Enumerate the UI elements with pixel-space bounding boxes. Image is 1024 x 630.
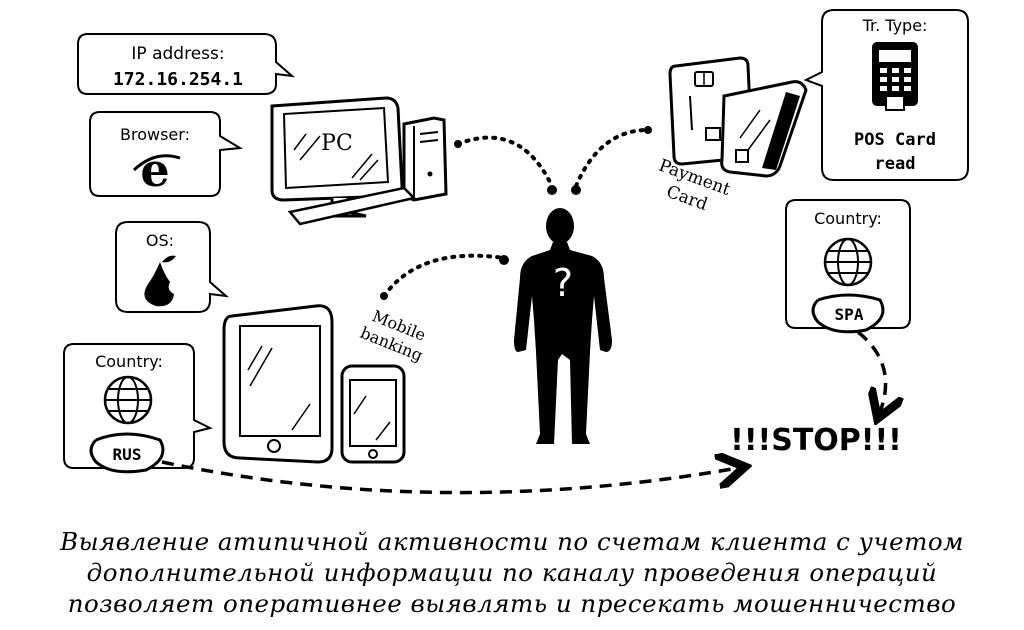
country-right-bubble: Country: SPA — [785, 199, 911, 334]
pos-terminal-icon — [872, 42, 918, 111]
question-mark: ? — [553, 261, 573, 305]
browser-bubble: Browser: e — [89, 111, 244, 197]
country-right-label: Country: — [814, 209, 882, 228]
ip-address-label: IP address: — [131, 44, 224, 64]
internet-explorer-icon: e — [132, 143, 181, 197]
stop-alert: !!!STOP!!! — [730, 423, 902, 458]
pc-label: PC — [321, 131, 353, 156]
os-bubble: OS: — [115, 221, 230, 313]
country-left-label: Country: — [95, 352, 163, 371]
arrow-spa-to-stop — [856, 330, 886, 412]
mobile-banking-label: Mobile banking — [358, 306, 429, 365]
pc-tower — [402, 116, 448, 202]
tablet — [222, 304, 334, 464]
pear-logo-icon — [144, 255, 176, 307]
caption-line3: позволяет оперативнее выявлять и пресека… — [67, 589, 957, 618]
unknown-person-figure: ? — [514, 208, 612, 444]
dotted-connectors — [382, 128, 650, 298]
tr-type-value-line1: POS Card — [854, 130, 936, 150]
globe-icon — [823, 237, 873, 287]
transaction-type-bubble: Tr. Type: POS Card read — [803, 9, 969, 181]
country-left-bubble: Country: RUS — [63, 343, 213, 474]
payment-card-label: Payment Card — [656, 156, 733, 215]
ip-address-value: 172.16.254.1 — [113, 69, 243, 90]
country-left-code: RUS — [113, 445, 142, 464]
ip-address-bubble: IP address: 172.16.254.1 — [77, 33, 296, 95]
globe-icon — [103, 375, 153, 425]
caption-line1: Выявление атипичной активности по счетам… — [60, 527, 964, 556]
smartphone — [340, 364, 406, 464]
arrow-rus-to-stop — [161, 462, 738, 495]
svg-text:e: e — [140, 143, 169, 197]
browser-label: Browser: — [120, 125, 190, 144]
tr-type-label: Tr. Type: — [862, 16, 928, 35]
caption: Выявление атипичной активности по счетам… — [0, 526, 1024, 619]
country-right-code: SPA — [835, 305, 864, 324]
dashed-arrows — [161, 330, 886, 495]
caption-line2: дополнительной информации по каналу пров… — [86, 558, 938, 587]
keyboard — [287, 186, 417, 226]
tr-type-value-line2: read — [875, 154, 916, 174]
os-label: OS: — [146, 231, 174, 250]
payment-card-magstripe — [720, 80, 808, 178]
